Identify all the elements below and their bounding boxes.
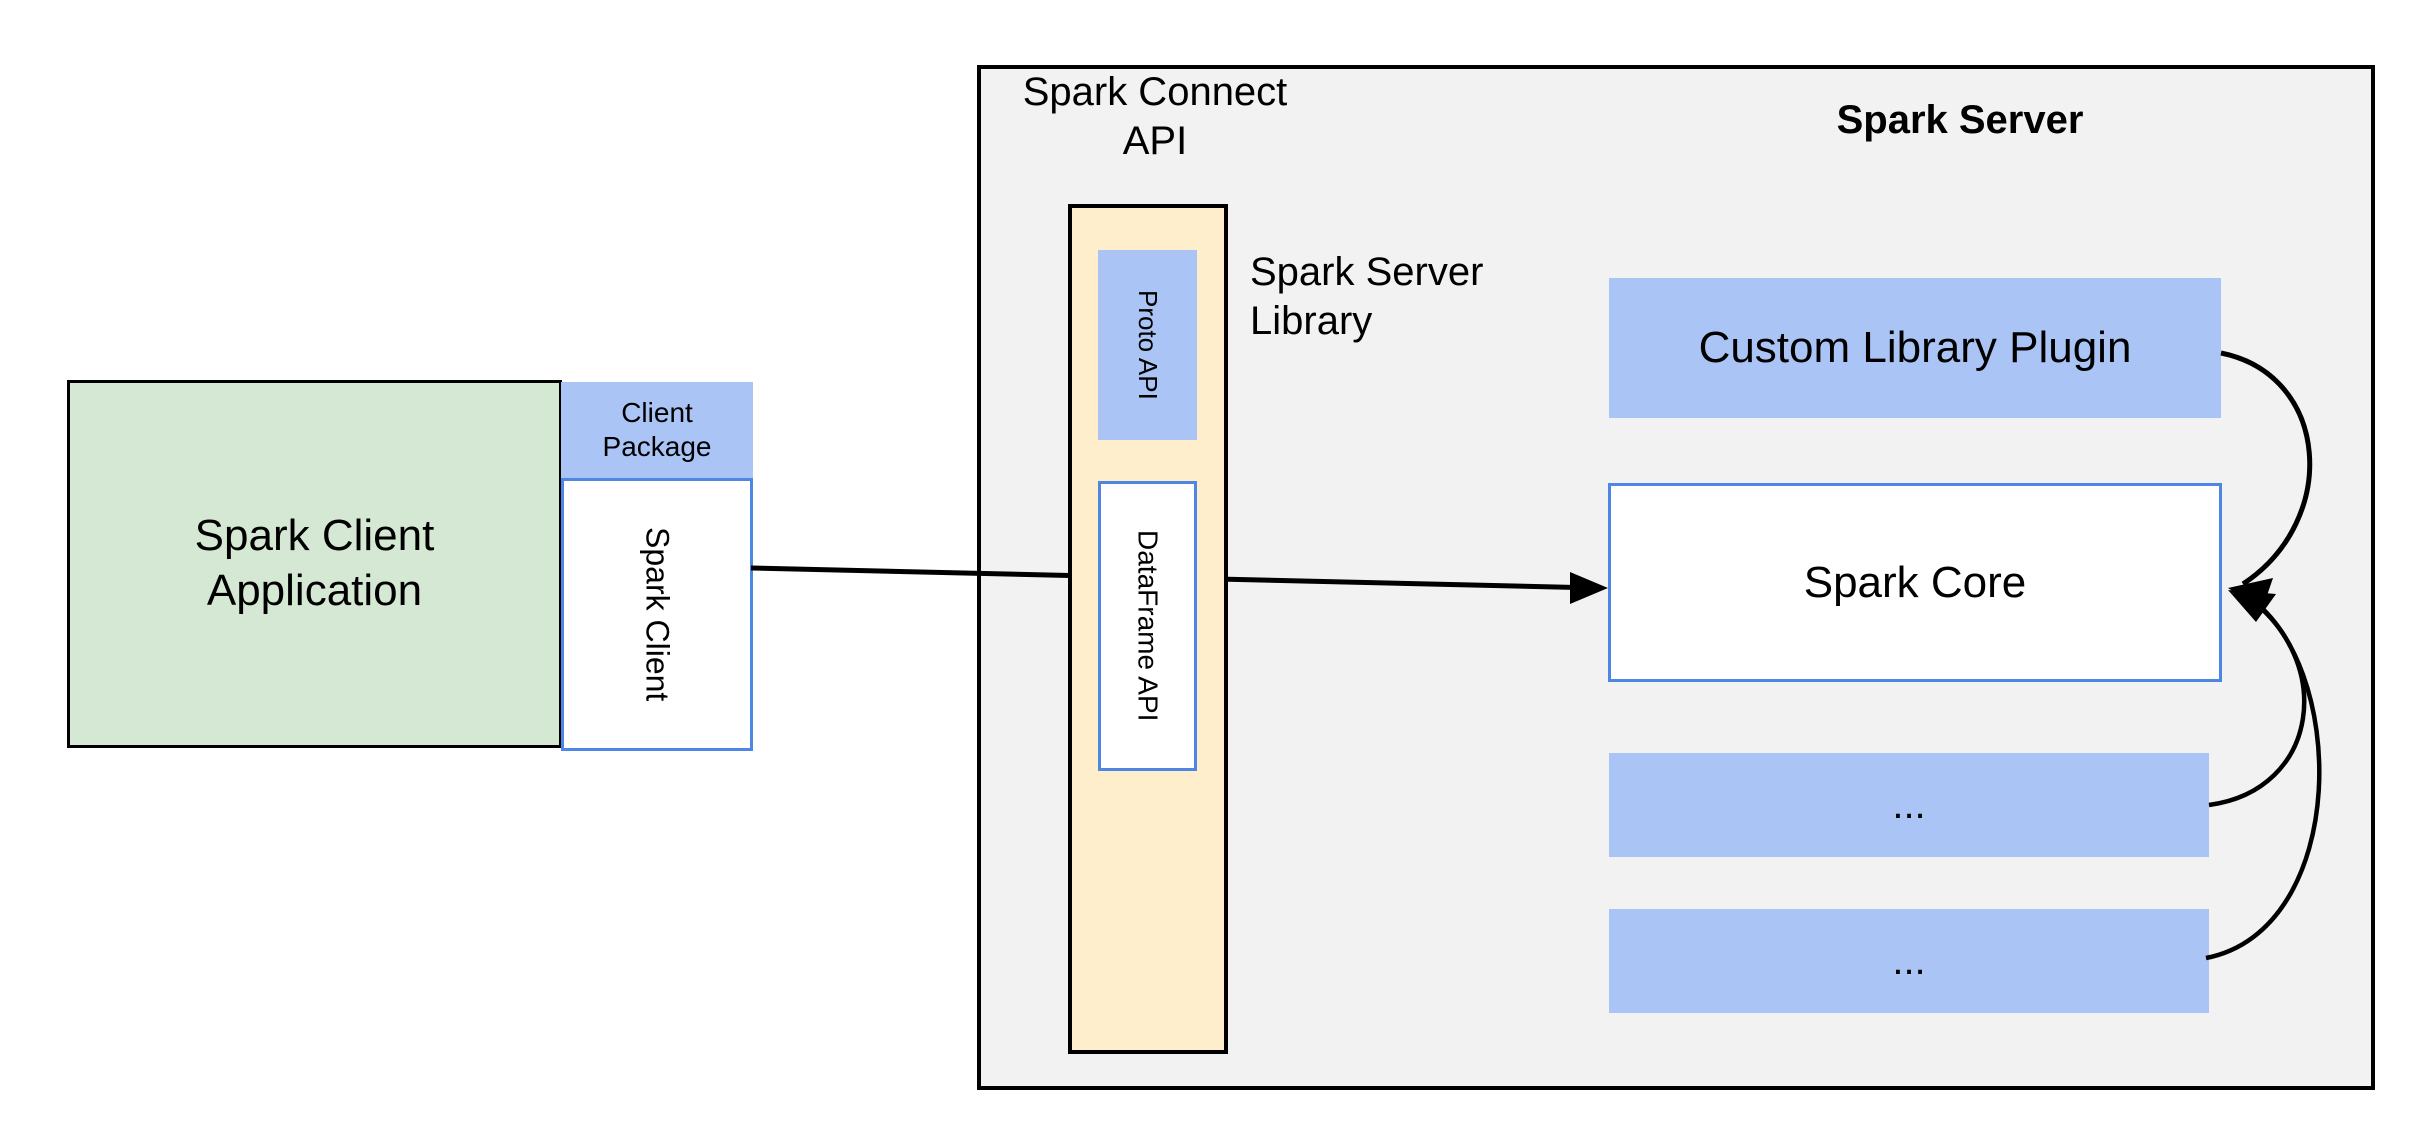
dataframe-api-box: DataFrame API [1098,481,1197,771]
ellipsis-box-2-label: ... [1892,938,1926,983]
spark-connect-api-label-line1: Spark Connect [1022,70,1288,114]
client-application-label-line2: Application [206,566,423,615]
custom-library-plugin-box: Custom Library Plugin [1609,278,2221,418]
client-package-label-line1: Client [621,396,693,428]
custom-library-plugin-label: Custom Library Plugin [1698,323,2132,372]
spark-core-box: Spark Core [1608,483,2222,682]
spark-server-library-label-line2: Library [1250,298,1373,343]
spark-client-box: Spark Client [561,478,753,751]
spark-connect-api-label-line2: API [1122,118,1188,163]
client-package-box: Client Package [561,382,753,478]
proto-api-box: Proto API [1098,250,1197,440]
client-application-label-line1: Spark Client [194,511,435,561]
ellipsis-box-1: ... [1609,753,2209,857]
ellipsis-box-2: ... [1609,909,2209,1013]
ellipsis-box-1-label: ... [1892,782,1926,827]
spark-core-label: Spark Core [1803,557,2027,607]
spark-connect-api-label: Spark Connect API [1010,68,1300,168]
spark-server-title: Spark Server [1836,97,2084,142]
spark-client-label: Spark Client [639,527,676,702]
spark-server-library-label-line1: Spark Server [1250,250,1484,294]
proto-api-label: Proto API [1133,290,1163,400]
spark-server-library-label: Spark Server Library [1250,248,1560,358]
client-package-label-line2: Package [602,431,712,462]
spark-client-application-box: Spark Client Application [67,380,562,748]
dataframe-api-label: DataFrame API [1132,530,1164,722]
